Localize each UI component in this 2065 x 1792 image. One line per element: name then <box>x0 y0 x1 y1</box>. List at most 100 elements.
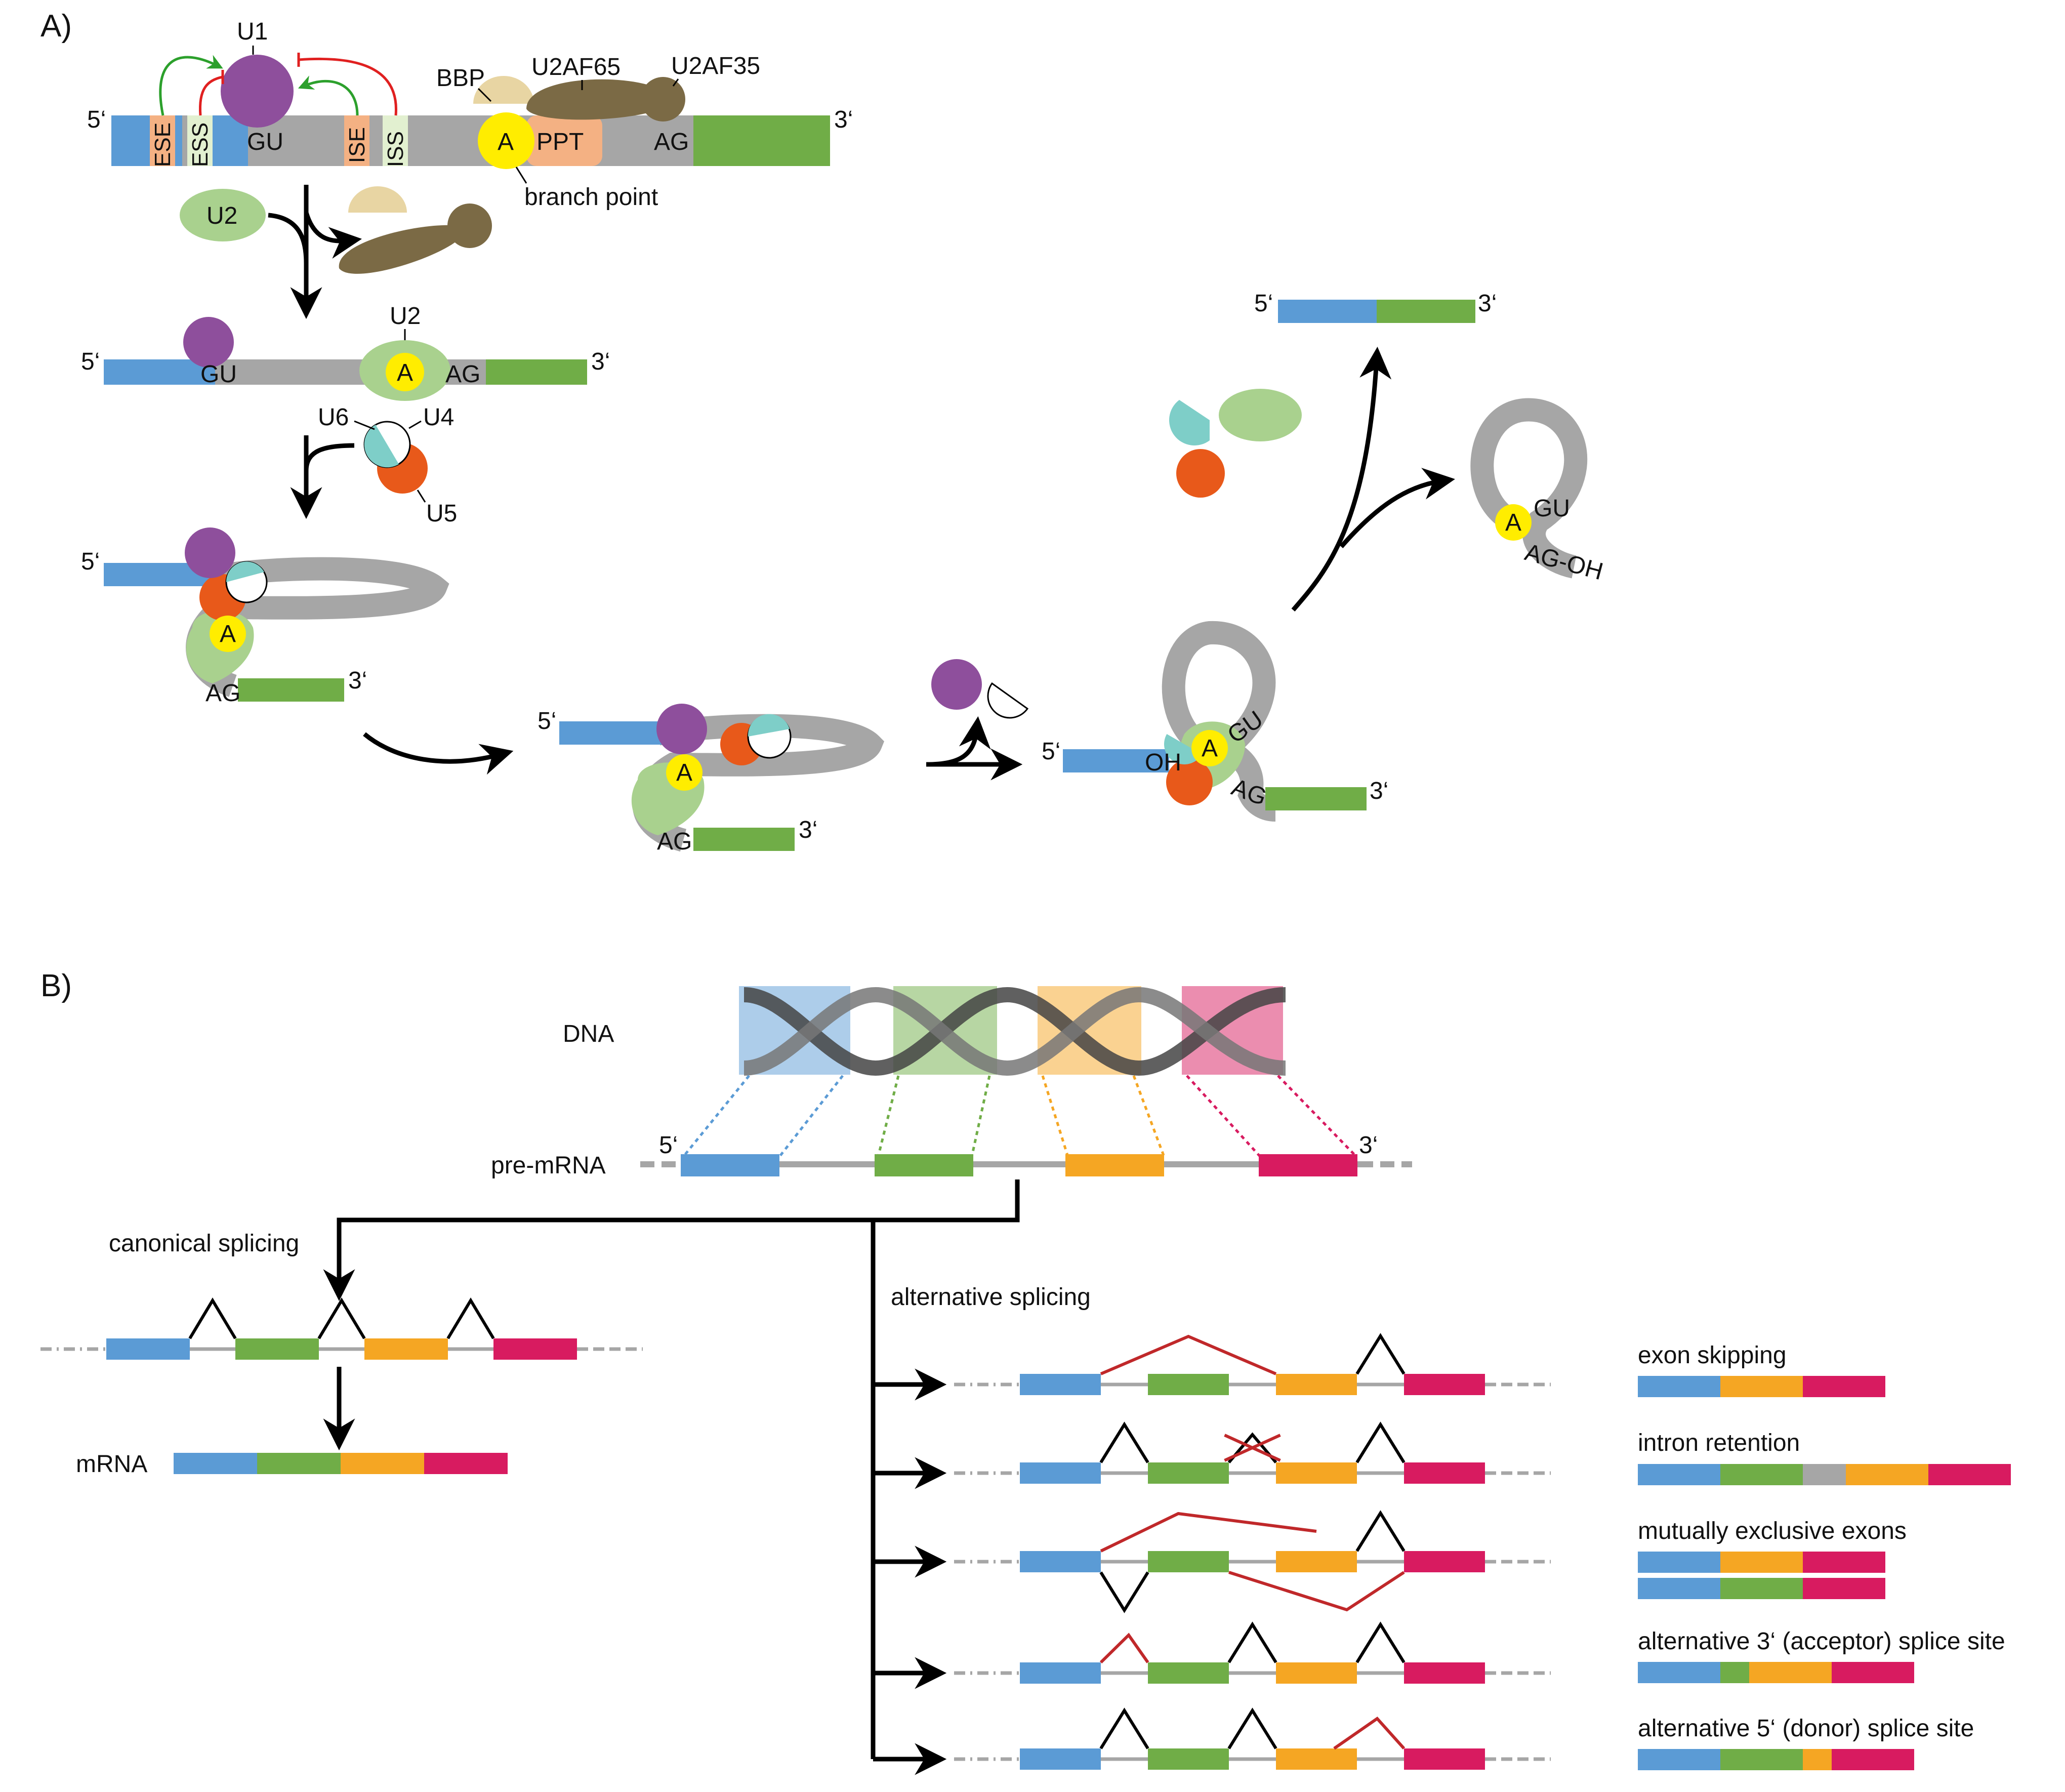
ppt-label: PPT <box>536 129 584 155</box>
product-1-segment-3 <box>1803 1376 1885 1397</box>
event-label-mutually-exclusive: mutually exclusive exons <box>1638 1518 1907 1544</box>
alt-2-peak-1 <box>1099 1421 1149 1463</box>
iss-element <box>383 115 408 166</box>
product-4-segment-2 <box>1720 1578 1803 1599</box>
ese-element <box>150 115 175 166</box>
panel-a-label: A) <box>40 9 72 44</box>
mrna-exon-2 <box>257 1453 341 1474</box>
alt-3-exon-1 <box>1020 1551 1101 1572</box>
canonical-exon-4 <box>493 1338 577 1360</box>
exon2-row3 <box>238 678 344 702</box>
product-2-segment-3 <box>1803 1464 1846 1485</box>
u6-leader <box>354 420 375 430</box>
ag-label-3: AG <box>205 680 240 707</box>
ise-activation-arrow <box>298 75 359 116</box>
three-prime-label-6: 3‘ <box>1478 290 1497 317</box>
pre-mrna-row1: 5‘ 3‘ ESE ESS ISE ISS GU PPT AG U1 BBP <box>87 18 853 211</box>
product-1-segment-1 <box>1638 1376 1720 1397</box>
exon1-row4 <box>559 721 666 745</box>
canonical-label: canonical splicing <box>109 1230 299 1257</box>
u2af35-leader <box>672 78 679 87</box>
alt-3-exon-3 <box>1276 1551 1357 1572</box>
product-5-segment-4 <box>1832 1662 1914 1683</box>
mature-exon2 <box>1377 300 1475 323</box>
ise-element <box>344 115 369 166</box>
pre-five-prime: 5‘ <box>659 1132 678 1159</box>
released-u1 <box>931 659 982 710</box>
mrna-product <box>174 1453 508 1474</box>
branch-point-label: branch point <box>524 184 658 211</box>
tri-join-arrow <box>304 443 355 471</box>
three-prime-label-4: 3‘ <box>799 817 817 843</box>
three-prime-label-3: 3‘ <box>348 667 367 694</box>
pre-mrna-label: pre-mRNA <box>491 1152 606 1179</box>
alt-2-exon-2 <box>1148 1462 1229 1484</box>
product-1-segment-2 <box>1720 1376 1803 1397</box>
dna-guide-green-l <box>877 1075 900 1157</box>
canonical-splice-peak-1 <box>188 1297 237 1339</box>
alternative-patterns <box>954 1333 1551 1770</box>
canonical-exon-2 <box>235 1338 319 1360</box>
event-label-exon-skipping: exon skipping <box>1638 1342 1787 1369</box>
gu-label: GU <box>247 129 283 155</box>
exon2-row5 <box>1265 787 1367 810</box>
branch-a-label-5: A <box>1202 735 1218 762</box>
bbp-protein <box>473 76 534 104</box>
lariat-gu-label: GU <box>1534 495 1570 522</box>
dna-label: DNA <box>563 1021 614 1047</box>
alt-1-exon-4 <box>1404 1374 1485 1395</box>
five-prime-label-4: 5‘ <box>538 708 556 735</box>
u2af65-label: U2AF65 <box>531 54 621 80</box>
alt-5-exon-1 <box>1020 1748 1101 1770</box>
alt-5-exon-3 <box>1276 1748 1357 1770</box>
spliceosome-assembled: 5‘ 3‘ A AG <box>81 527 514 775</box>
splicing-products: 5‘ 3‘ A GU AG-OH <box>1169 290 1606 612</box>
u6-label: U6 <box>318 404 349 431</box>
u2-join-arrow <box>268 213 309 264</box>
alt-3-valley-1 <box>1099 1571 1149 1613</box>
pre-mrna-row2: 5‘ 3‘ GU A U2 AG <box>81 303 610 401</box>
ess-label: ESS <box>188 123 213 167</box>
dna-guide-green-r <box>970 1075 991 1157</box>
event-label-alt-5prime: alternative 5‘ (donor) splice site <box>1638 1715 1974 1742</box>
curved-arrow-3 <box>363 732 514 775</box>
product-2-segment-4 <box>1846 1464 1928 1485</box>
alt-2-exon-3 <box>1276 1462 1357 1484</box>
ag-label: AG <box>654 129 689 155</box>
alt-3-upper-a <box>1100 1512 1317 1553</box>
lariat-ag-oh-label: AG-OH <box>1522 539 1606 585</box>
product-5-segment-2 <box>1720 1662 1749 1683</box>
ise-label: ISE <box>345 127 369 163</box>
event-label-alt-3prime: alternative 3‘ (acceptor) splice site <box>1638 1628 2005 1655</box>
alt-4-peak-2 <box>1227 1621 1277 1663</box>
u5-label: U5 <box>426 500 457 527</box>
u4-leader <box>408 420 422 429</box>
three-prime-label: 3‘ <box>834 106 853 133</box>
excised-lariat <box>1470 398 1588 579</box>
exon2-row2 <box>486 359 587 385</box>
released-u4 <box>987 682 1029 719</box>
pre-exon4 <box>1259 1154 1357 1176</box>
u2af35-label: U2AF35 <box>671 53 760 79</box>
u4-label: U4 <box>423 404 454 431</box>
branch-a-label-3: A <box>220 621 236 647</box>
panel-b-label: B) <box>40 968 72 1003</box>
branch-a-row2 <box>386 353 424 391</box>
released-u6 <box>1169 400 1210 445</box>
u6-half <box>364 425 399 468</box>
branch-a-label-2: A <box>397 359 413 386</box>
ese-activation-arrow <box>159 55 223 116</box>
lariat-a-label: A <box>1505 509 1521 536</box>
dna-guide-blue-l <box>682 1075 750 1158</box>
u1-snrnp <box>221 55 294 128</box>
u1-row2 <box>183 317 234 368</box>
three-prime-label-5: 3‘ <box>1370 778 1388 804</box>
alt-5-exon-2 <box>1148 1748 1229 1770</box>
product-2-segment-1 <box>1638 1464 1720 1485</box>
product-2-segment-5 <box>1928 1464 2011 1485</box>
iss-inhibition-arrow <box>298 57 397 116</box>
branch-a-row3 <box>210 616 246 652</box>
product-5-segment-3 <box>1749 1662 1832 1683</box>
dna-strand-2 <box>744 987 1286 1076</box>
